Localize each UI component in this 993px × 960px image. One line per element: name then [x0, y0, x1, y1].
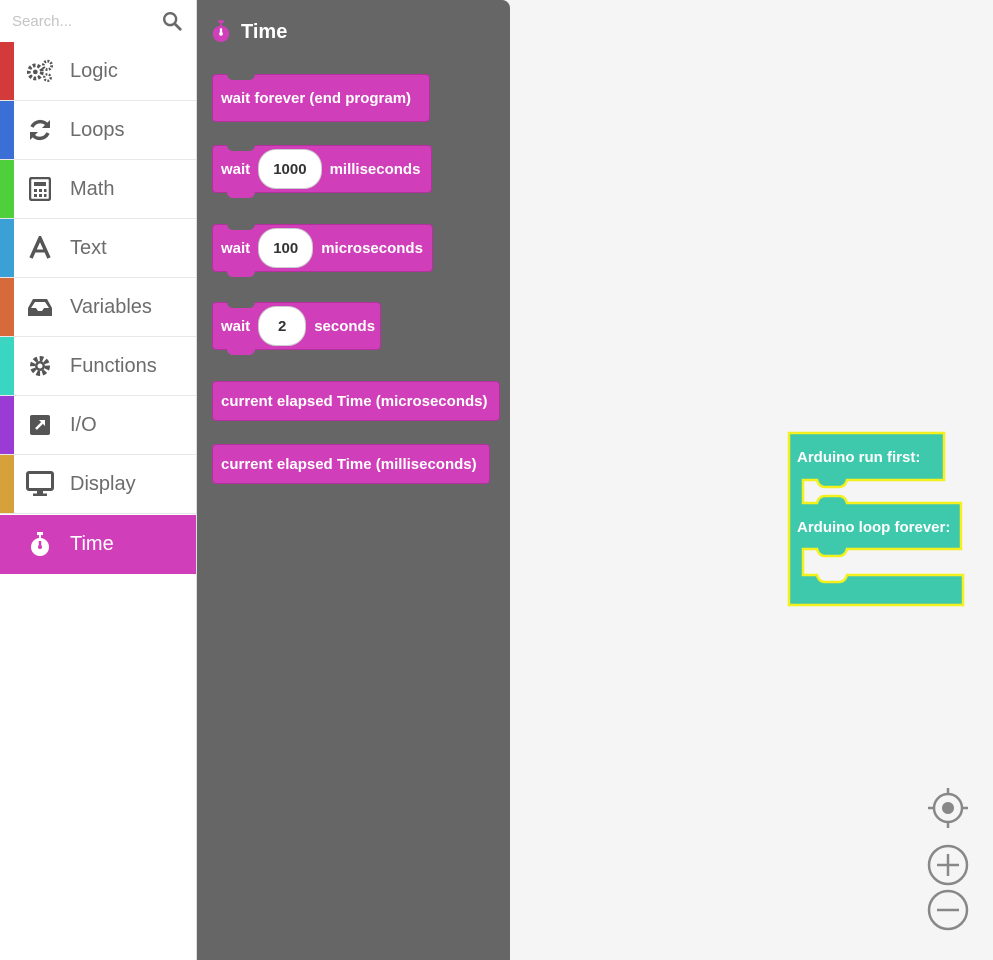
category-color-bar: [0, 455, 14, 513]
loop-forever-label: Arduino loop forever:: [797, 519, 951, 536]
gears-icon: [26, 57, 54, 85]
category-label: Loops: [70, 118, 125, 141]
category-loops[interactable]: Loops: [0, 101, 196, 160]
zoom-in-icon: [927, 844, 969, 886]
category-color-bar: [0, 101, 14, 159]
zoom-out-icon: [927, 889, 969, 931]
category-label: Display: [70, 472, 136, 495]
microseconds-value-input[interactable]: 100: [258, 228, 314, 268]
search-box: [0, 0, 196, 42]
category-label: Variables: [70, 295, 152, 318]
block-label: wait: [221, 239, 251, 257]
block-elapsed-milliseconds[interactable]: current elapsed Time (milliseconds): [212, 444, 490, 484]
block-label: wait: [221, 317, 251, 335]
category-math[interactable]: Math: [0, 160, 196, 219]
block-wait-microseconds[interactable]: wait 100 microseconds: [212, 224, 433, 277]
toolbox-sidebar: Logic Loops Math Text Variables Fun: [0, 0, 197, 960]
category-color-bar: [0, 42, 14, 100]
category-functions[interactable]: Functions: [0, 337, 196, 396]
inbox-icon: [26, 293, 54, 321]
block-label: microseconds: [321, 239, 423, 257]
category-logic[interactable]: Logic: [0, 42, 196, 101]
category-label: Time: [70, 533, 114, 555]
external-link-icon: [26, 411, 54, 439]
block-label: current elapsed Time (microseconds): [221, 392, 488, 410]
block-label: wait forever (end program): [221, 89, 412, 107]
category-io[interactable]: I/O: [0, 396, 196, 455]
search-icon[interactable]: [161, 10, 183, 32]
category-label: I/O: [70, 413, 97, 436]
search-input[interactable]: [12, 8, 152, 34]
stopwatch-icon: [212, 20, 230, 42]
category-label: Logic: [70, 59, 118, 82]
zoom-out-button[interactable]: [926, 888, 970, 932]
workspace[interactable]: Arduino run first: Arduino loop forever:: [510, 0, 993, 960]
zoom-in-button[interactable]: [926, 843, 970, 887]
category-label: Math: [70, 177, 115, 200]
flyout-header: Time: [211, 20, 287, 44]
recenter-button[interactable]: [926, 786, 970, 830]
block-wait-milliseconds[interactable]: wait 1000 milliseconds: [212, 145, 432, 198]
block-label: wait: [221, 160, 251, 178]
category-flyout: Time wait forever (end program) wait 100…: [197, 0, 510, 960]
category-color-bar: [0, 160, 14, 218]
font-icon: [26, 234, 54, 262]
flyout-title: Time: [241, 20, 288, 43]
arduino-main-block[interactable]: [787, 431, 969, 611]
block-label: seconds: [314, 317, 376, 335]
category-color-bar: [0, 219, 14, 277]
category-display[interactable]: Display: [0, 455, 196, 514]
stopwatch-icon: [26, 531, 54, 559]
category-color-bar: [0, 396, 14, 454]
category-label: Text: [70, 236, 107, 259]
milliseconds-value-input[interactable]: 1000: [258, 149, 322, 189]
crosshair-icon: [928, 788, 968, 828]
block-wait-forever[interactable]: wait forever (end program): [212, 74, 430, 122]
category-text[interactable]: Text: [0, 219, 196, 278]
block-wait-seconds[interactable]: wait 2 seconds: [212, 302, 381, 355]
monitor-icon: [26, 470, 54, 498]
calculator-icon: [26, 175, 54, 203]
category-color-bar: [0, 337, 14, 395]
category-label: Functions: [70, 354, 157, 377]
block-elapsed-microseconds[interactable]: current elapsed Time (microseconds): [212, 381, 500, 421]
seconds-value-input[interactable]: 2: [258, 306, 307, 346]
refresh-icon: [26, 116, 54, 144]
category-variables[interactable]: Variables: [0, 278, 196, 337]
gear-icon: [26, 352, 54, 380]
category-color-bar: [0, 515, 14, 574]
category-time[interactable]: Time: [0, 515, 196, 574]
run-first-label: Arduino run first:: [797, 449, 921, 466]
category-color-bar: [0, 278, 14, 336]
block-label: current elapsed Time (milliseconds): [221, 455, 477, 473]
block-label: milliseconds: [329, 160, 421, 178]
